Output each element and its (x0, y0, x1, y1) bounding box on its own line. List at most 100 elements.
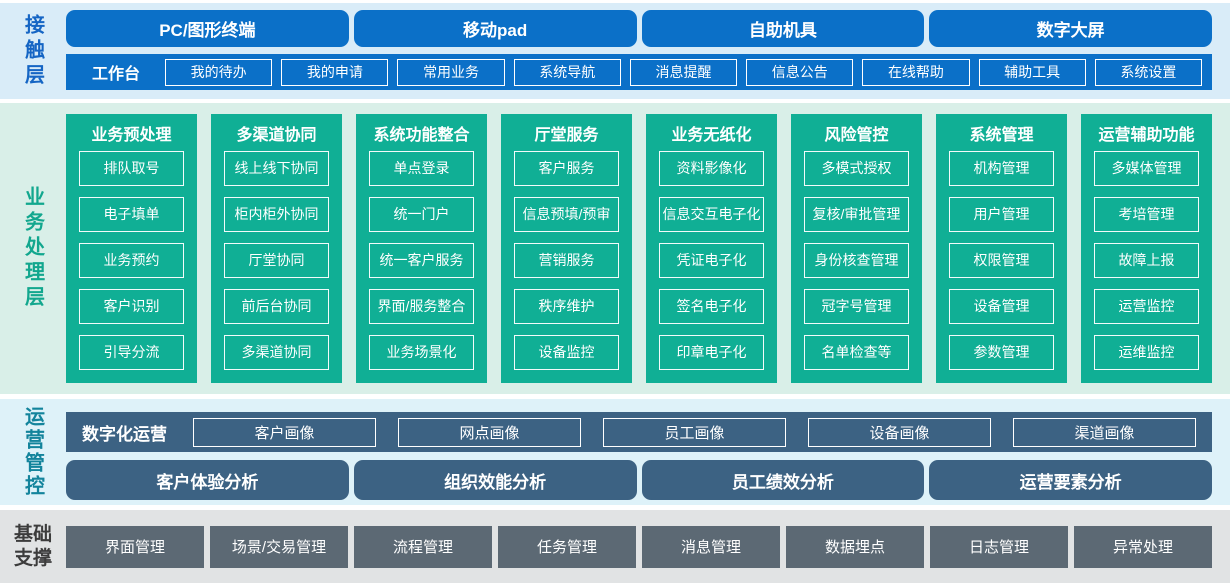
portrait-item: 设备画像 (808, 417, 991, 447)
business-module: 资料影像化 (659, 151, 764, 186)
business-column-items: 多媒体管理考培管理故障上报运营监控运维监控 (1094, 151, 1199, 370)
workbench-item: 系统设置 (1094, 58, 1202, 86)
contact-layer-label: 接触层 (21, 13, 44, 89)
business-layer-band: 业务处理层 业务预处理排队取号电子填单业务预约客户识别引导分流多渠道协同线上线下… (0, 103, 1230, 394)
operations-layer-band: 运营管控 数字化运营 客户画像网点画像员工画像设备画像渠道画像 客户体验分析组织… (0, 399, 1230, 505)
workbench-bar: 工作台 我的待办我的申请常用业务系统导航消息提醒信息公告在线帮助辅助工具系统设置 (66, 54, 1212, 90)
analysis-box: 运营要素分析 (929, 460, 1212, 500)
business-column-items: 线上线下协同柜内柜外协同厅堂协同前后台协同多渠道协同 (224, 151, 329, 370)
operations-layer-content: 数字化运营 客户画像网点画像员工画像设备画像渠道画像 客户体验分析组织效能分析员… (66, 399, 1212, 505)
business-module: 秩序维护 (514, 289, 619, 324)
foundation-box: 日志管理 (930, 525, 1068, 568)
business-module: 客户识别 (79, 289, 184, 324)
business-column-items: 多模式授权复核/审批管理身份核查管理冠字号管理名单检查等 (804, 151, 909, 370)
business-module: 营销服务 (514, 243, 619, 278)
portrait-item: 网点画像 (398, 417, 581, 447)
workbench-label: 工作台 (92, 66, 141, 83)
foundation-box: 消息管理 (642, 525, 780, 568)
business-module: 设备管理 (949, 289, 1054, 324)
business-module: 多模式授权 (804, 151, 909, 186)
business-column-items: 资料影像化信息交互电子化凭证电子化签名电子化印章电子化 (659, 151, 764, 370)
foundation-row: 界面管理场景/交易管理流程管理任务管理消息管理数据埋点日志管理异常处理 (66, 510, 1212, 583)
business-column: 运营辅助功能多媒体管理考培管理故障上报运营监控运维监控 (1081, 114, 1212, 383)
business-module: 运营监控 (1094, 289, 1199, 324)
business-column: 业务无纸化资料影像化信息交互电子化凭证电子化签名电子化印章电子化 (646, 114, 777, 383)
business-column-title: 风险管控 (824, 127, 889, 144)
terminal-button: 自助机具 (641, 10, 925, 47)
business-column-items: 排队取号电子填单业务预约客户识别引导分流 (79, 151, 184, 370)
business-column-title: 系统功能整合 (373, 127, 470, 144)
workbench-item: 消息提醒 (629, 58, 738, 86)
analysis-box: 员工绩效分析 (641, 460, 925, 500)
business-module: 柜内柜外协同 (224, 197, 329, 232)
business-module: 单点登录 (369, 151, 474, 186)
business-module: 印章电子化 (659, 335, 764, 370)
operations-layer-label: 运营管控 (21, 406, 44, 498)
business-module: 签名电子化 (659, 289, 764, 324)
business-module: 参数管理 (949, 335, 1054, 370)
business-column-title: 系统管理 (969, 127, 1034, 144)
workbench-item: 信息公告 (746, 58, 854, 86)
business-column-title: 业务无纸化 (671, 127, 752, 144)
business-column: 业务预处理排队取号电子填单业务预约客户识别引导分流 (66, 114, 197, 383)
terminal-button: 数字大屏 (929, 10, 1212, 47)
digital-ops-bar: 数字化运营 客户画像网点画像员工画像设备画像渠道画像 (66, 412, 1212, 452)
foundation-box: 数据埋点 (786, 525, 924, 568)
terminal-button: PC/图形终端 (66, 10, 349, 47)
portrait-item: 员工画像 (603, 417, 786, 447)
business-module: 考培管理 (1094, 197, 1199, 232)
foundation-box: 异常处理 (1074, 525, 1212, 568)
business-module: 用户管理 (949, 197, 1054, 232)
foundation-layer-label: 基础支撑 (13, 523, 52, 569)
business-column: 多渠道协同线上线下协同柜内柜外协同厅堂协同前后台协同多渠道协同 (211, 114, 342, 383)
business-module: 界面/服务整合 (369, 289, 474, 324)
business-module: 机构管理 (949, 151, 1054, 186)
business-column: 厅堂服务客户服务信息预填/预审营销服务秩序维护设备监控 (501, 114, 632, 383)
business-column-items: 单点登录统一门户统一客户服务界面/服务整合业务场景化 (369, 151, 474, 370)
business-column-title: 厅堂服务 (534, 127, 599, 144)
workbench-item: 我的申请 (281, 58, 389, 86)
business-column-title: 多渠道协同 (236, 127, 317, 144)
terminal-button: 移动pad (353, 10, 637, 47)
analysis-box: 组织效能分析 (353, 460, 637, 500)
business-column: 系统管理机构管理用户管理权限管理设备管理参数管理 (936, 114, 1067, 383)
business-module: 业务场景化 (369, 335, 474, 370)
business-column-title: 业务预处理 (91, 127, 172, 144)
workbench-item: 常用业务 (397, 58, 505, 86)
business-module: 统一门户 (369, 197, 474, 232)
business-module: 信息预填/预审 (514, 197, 619, 232)
business-layer-label-area: 业务处理层 (0, 103, 66, 394)
business-column-items: 客户服务信息预填/预审营销服务秩序维护设备监控 (514, 151, 619, 370)
business-module: 前后台协同 (224, 289, 329, 324)
business-column-items: 机构管理用户管理权限管理设备管理参数管理 (949, 151, 1054, 370)
portrait-item: 渠道画像 (1013, 417, 1196, 447)
business-module: 权限管理 (949, 243, 1054, 278)
business-module: 信息交互电子化 (659, 197, 764, 232)
business-module: 多渠道协同 (224, 335, 329, 370)
business-column-title: 运营辅助功能 (1098, 127, 1195, 144)
business-layer-label: 业务处理层 (21, 186, 44, 311)
business-columns: 业务预处理排队取号电子填单业务预约客户识别引导分流多渠道协同线上线下协同柜内柜外… (66, 103, 1212, 394)
business-module: 统一客户服务 (369, 243, 474, 278)
business-module: 厅堂协同 (224, 243, 329, 278)
business-column: 风险管控多模式授权复核/审批管理身份核查管理冠字号管理名单检查等 (791, 114, 922, 383)
digital-ops-label: 数字化运营 (82, 424, 167, 444)
portrait-item: 客户画像 (193, 417, 376, 447)
foundation-box: 界面管理 (66, 525, 204, 568)
business-module: 名单检查等 (804, 335, 909, 370)
workbench-item: 在线帮助 (862, 58, 970, 86)
foundation-box: 流程管理 (354, 525, 492, 568)
business-module: 线上线下协同 (224, 151, 329, 186)
business-module: 复核/审批管理 (804, 197, 909, 232)
business-module: 故障上报 (1094, 243, 1199, 278)
workbench-item: 辅助工具 (978, 58, 1086, 86)
business-module: 排队取号 (79, 151, 184, 186)
business-module: 冠字号管理 (804, 289, 909, 324)
workbench-item: 系统导航 (513, 58, 621, 86)
foundation-layer-label-area: 基础支撑 (0, 510, 66, 583)
business-module: 运维监控 (1094, 335, 1199, 370)
business-module: 身份核查管理 (804, 243, 909, 278)
business-module: 业务预约 (79, 243, 184, 278)
